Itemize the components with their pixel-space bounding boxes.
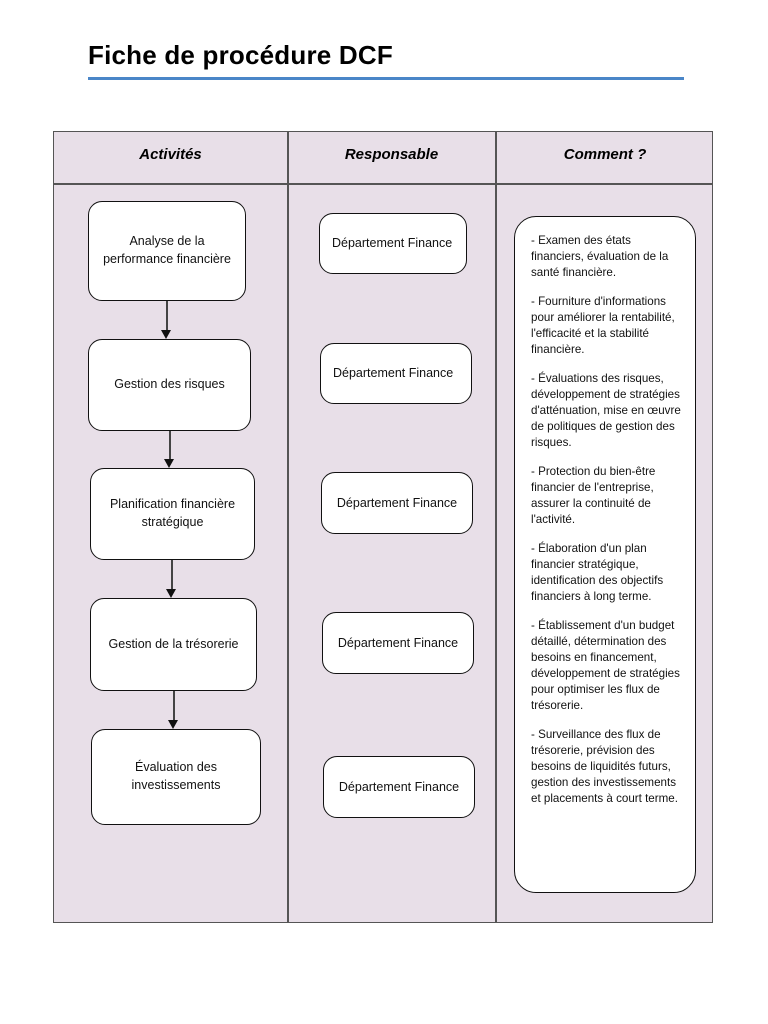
- arrowhead-2-3: [164, 459, 174, 468]
- activity-node-2[interactable]: Gestion des risques: [88, 339, 251, 431]
- comment-paragraph-1: - Examen des états financiers, évaluatio…: [531, 234, 669, 279]
- comment-box[interactable]: - Examen des états financiers, évaluatio…: [514, 216, 696, 893]
- connector-3-4: [171, 560, 173, 593]
- comment-paragraph-6: - Établissement d'un budget détaillé, dé…: [531, 618, 680, 712]
- comment-paragraph-4: - Protection du bien-être financier de l…: [531, 464, 656, 526]
- procedure-table: Activités Responsable Comment ? Analyse …: [53, 131, 713, 923]
- column-divider-1: [287, 132, 289, 922]
- column-divider-2: [495, 132, 497, 922]
- comment-paragraph-2: - Fourniture d'informations pour amélior…: [531, 294, 675, 356]
- column-header-responsable: Responsable: [344, 146, 439, 163]
- connector-1-2: [166, 301, 168, 334]
- header-row-divider: [54, 183, 712, 185]
- responsable-node-2[interactable]: Département Finance: [320, 343, 472, 404]
- responsable-node-4[interactable]: Département Finance: [322, 612, 474, 674]
- activity-node-1[interactable]: Analyse de la performance financière: [88, 201, 246, 301]
- activity-node-5[interactable]: Évaluation des investissements: [91, 729, 261, 825]
- connector-2-3: [169, 431, 171, 463]
- arrowhead-1-2: [161, 330, 171, 339]
- arrowhead-3-4: [166, 589, 176, 598]
- comment-paragraph-3: - Évaluations des risques, développement…: [531, 371, 681, 449]
- responsable-node-3[interactable]: Département Finance: [321, 472, 473, 534]
- comment-paragraph-5: - Élaboration d'un plan financier straté…: [531, 541, 664, 603]
- connector-4-5: [173, 691, 175, 724]
- comment-paragraph-7: - Surveillance des flux de trésorerie, p…: [531, 727, 678, 805]
- activity-node-4[interactable]: Gestion de la trésorerie: [90, 598, 257, 691]
- title-underline-rule: [88, 77, 684, 80]
- page-title: Fiche de procédure DCF: [88, 40, 393, 70]
- column-header-activites: Activités: [139, 146, 202, 163]
- activity-node-3[interactable]: Planification financière stratégique: [90, 468, 255, 560]
- responsable-node-5[interactable]: Département Finance: [323, 756, 475, 818]
- responsable-node-1[interactable]: Département Finance: [319, 213, 467, 274]
- column-header-comment: Comment ?: [563, 146, 647, 163]
- arrowhead-4-5: [168, 720, 178, 729]
